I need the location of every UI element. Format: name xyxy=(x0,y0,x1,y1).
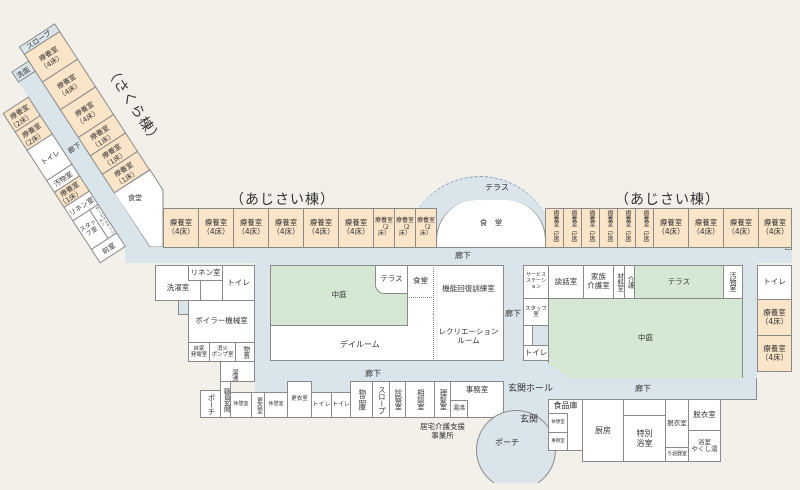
west-toilet: トイレ xyxy=(222,265,255,301)
storage-room: 物置 xyxy=(235,342,255,362)
sakura-room: 療養室（4床） xyxy=(23,30,79,83)
ajisai-wing-title-left: （あじさい棟） xyxy=(230,192,335,208)
kitchen: 厨房 xyxy=(582,399,624,462)
corridor-label-top: 廊下 xyxy=(455,251,471,260)
entrance-porch xyxy=(476,410,556,483)
sakura-anteroom xyxy=(90,232,126,264)
ajisai-wing-title-right: （あじさい棟） xyxy=(615,192,720,208)
dressing-room: 脱衣室 xyxy=(665,399,689,448)
west-kettle-room: 湯沸 xyxy=(220,361,255,382)
corridor-label-bottom-right: 廊下 xyxy=(635,384,651,393)
care-room-single: 療養室（1床） xyxy=(599,208,618,248)
care-room: 療養室 （2床） xyxy=(373,208,395,248)
south-slope: スロープ xyxy=(372,381,390,418)
east-toilet-right: トイレ xyxy=(757,265,792,300)
dressing-room: 脱衣室 xyxy=(688,399,721,431)
care-room-single: 療養室（1床） xyxy=(635,208,654,248)
east-toilet: トイレ xyxy=(523,345,549,361)
consultation-room: 相談室 xyxy=(405,381,435,418)
care-room: 療養室 （4床） xyxy=(653,208,689,248)
south-toilet: トイレ xyxy=(311,392,332,418)
sakura-room: 療養室（1床） xyxy=(89,132,139,176)
locker-room: 更衣室 xyxy=(287,381,312,418)
sakura-room: 療養室（2床） xyxy=(14,114,53,152)
care-room: 療養室 （4床） xyxy=(303,208,339,248)
center-dining: 食堂 xyxy=(407,265,434,298)
dayroom-label: デイルーム xyxy=(340,340,380,349)
south-toilet: トイレ xyxy=(331,392,351,418)
care-room: 療養室 （2床） xyxy=(394,208,416,248)
sakura-corridor xyxy=(12,61,152,261)
entrance-hall-label: 玄関ホール xyxy=(508,384,554,394)
special-bath: 特別 浴室 xyxy=(623,415,666,462)
lounge: 談話室 xyxy=(548,265,584,299)
yakushi-bath: 浴室 やくし湯 xyxy=(688,430,721,462)
sakura-room: 療養室（4床） xyxy=(59,86,115,139)
locker-room: 更衣室 xyxy=(251,392,265,418)
care-room: 療養室 （4床） xyxy=(757,299,792,336)
care-room: 療養室 （4床） xyxy=(198,208,234,248)
pantry-office: 事務室 xyxy=(548,432,568,451)
recreation-room: レクリエーション ルーム xyxy=(433,313,504,361)
pantry-rest-room: 休憩室 xyxy=(548,413,568,433)
family-care-room: 家族 介護室 xyxy=(583,265,614,299)
care-support-office-label: 居宅介護支援 事業所 xyxy=(420,422,465,440)
care-room: 療養室 （4床） xyxy=(688,208,724,248)
east-courtyard: 中庭 xyxy=(548,297,743,379)
sakura-room: 療養室（1床） xyxy=(77,113,127,157)
rest-room: 休憩室 xyxy=(264,392,288,418)
fire-pump-room: 消火 ポンプ室 xyxy=(209,342,236,362)
center-terrace: テラス xyxy=(375,265,408,294)
terrace-top-label: テラス xyxy=(485,183,509,192)
storage-space xyxy=(200,280,223,301)
exam-room: 診察室 xyxy=(389,381,406,418)
care-room-single: 療養室（1床） xyxy=(581,208,600,248)
sakura-room: 療養室（1床） xyxy=(101,150,151,194)
east-staff-room: スタッフ 室 xyxy=(523,298,549,326)
special-bath-annex xyxy=(623,399,666,416)
care-room-small: 介護 xyxy=(624,265,635,299)
sakura-wing: 食堂 洗面 廊下 スロープ 療養室（4床） 療養室（4床） 療養室（4床） 療養… xyxy=(2,23,164,264)
ajisai-dining-room: 食 堂 xyxy=(436,200,546,248)
filter-room: ろ過器室 xyxy=(665,447,689,462)
linen-room: リネン室 xyxy=(188,265,223,281)
east-alcove xyxy=(523,325,533,346)
care-room: 療養室 （4床） xyxy=(758,208,792,248)
care-room-single: 療養室（1床） xyxy=(563,208,582,248)
care-room: 療養室 （2床） xyxy=(415,208,437,248)
care-room-single: 療養室（1床） xyxy=(617,208,636,248)
care-room: 療養室 （4床） xyxy=(268,208,304,248)
rest-room: 休憩室 xyxy=(230,392,252,418)
care-room: 療養室 （4床） xyxy=(757,335,792,372)
care-room: 療養室 （4床） xyxy=(163,208,199,248)
east-soiled-room: 汚物室 xyxy=(723,265,743,299)
east-terrace: テラス xyxy=(634,265,724,299)
barber-room: 理髪室 xyxy=(434,381,451,418)
care-room-single: 療養室（1床） xyxy=(545,208,564,248)
care-room: 療養室 （4床） xyxy=(338,208,374,248)
rehab-room: 機能回復訓練室 xyxy=(433,265,504,314)
staff-porch: ポーチ xyxy=(200,390,221,418)
service-station: サービス ステーション xyxy=(523,265,549,299)
corridor-label-middle: 廊下 xyxy=(505,309,521,318)
entrance-label: 玄関 xyxy=(520,415,539,425)
generator-room: 自家 発電室 xyxy=(188,342,210,362)
boiler-room: ボイラー機械室 xyxy=(188,300,255,343)
sakura-room: 療養室（4床） xyxy=(41,58,97,111)
porch-label: ポーチ xyxy=(495,438,519,447)
south-kettle-room: 湯沸 xyxy=(450,400,468,418)
care-room: 療養室 （4床） xyxy=(723,208,759,248)
care-room: 療養室 （4床） xyxy=(233,208,269,248)
goods-storage: 物品庫 xyxy=(350,381,373,418)
corridor-label-bottom: 廊下 xyxy=(365,369,381,378)
sakura-dining-label: 食堂 xyxy=(128,193,142,202)
